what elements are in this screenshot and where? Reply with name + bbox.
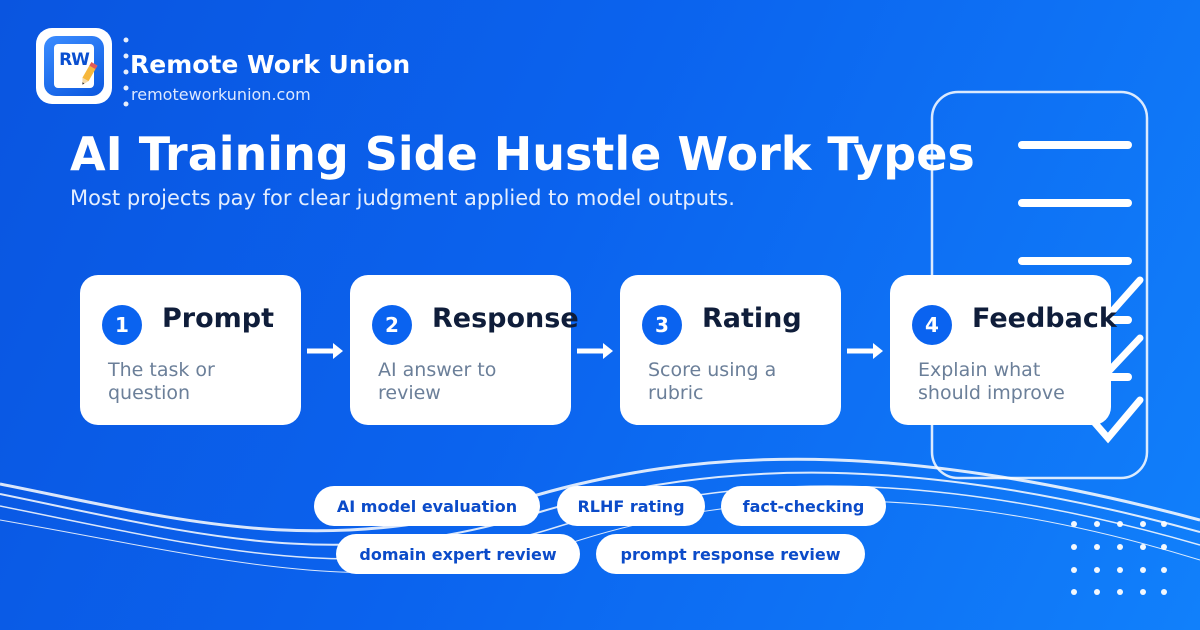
arrow-right-icon: [307, 343, 343, 359]
step-description: AI answer to review: [378, 359, 497, 404]
brand-name: Remote Work Union: [130, 50, 411, 79]
arrow-right-icon: [577, 343, 613, 359]
dot-pattern-left: [123, 37, 129, 107]
step-description: Score using a rubric: [648, 359, 777, 404]
step-card-feedback: 4 Feedback Explain what should improve: [890, 275, 1117, 425]
step-number: 3: [642, 305, 682, 345]
brand-url: remoteworkunion.com: [131, 85, 311, 104]
step-title: Rating: [702, 303, 802, 334]
step-card-prompt: 1 Prompt The task or question: [80, 275, 301, 425]
step-title: Prompt: [162, 303, 275, 334]
dot-pattern-right: [1071, 521, 1167, 595]
step-card-rating: 3 Rating Score using a rubric: [620, 275, 841, 425]
step-number: 4: [912, 305, 952, 345]
tag-fact-checking: fact-checking: [721, 486, 886, 526]
page-title: AI Training Side Hustle Work Types: [70, 127, 975, 181]
tag-ai-model-evaluation: AI model evaluation: [314, 486, 540, 526]
step-number: 2: [372, 305, 412, 345]
brand-logo: RW: [36, 28, 112, 104]
step-description: Explain what should improve: [918, 359, 1065, 404]
logo-badge: RW: [44, 36, 104, 96]
pencil-icon: [82, 62, 98, 85]
arrow-right-icon: [847, 343, 883, 359]
step-title: Response: [432, 303, 579, 334]
tag-domain-expert-review: domain expert review: [336, 534, 580, 574]
tag-rlhf-rating: RLHF rating: [557, 486, 705, 526]
step-card-response: 2 Response AI answer to review: [350, 275, 579, 425]
step-number: 1: [102, 305, 142, 345]
tag-prompt-response-review: prompt response review: [596, 534, 865, 574]
step-description: The task or question: [108, 359, 215, 404]
page-subtitle: Most projects pay for clear judgment app…: [70, 186, 735, 210]
step-title: Feedback: [972, 303, 1117, 334]
logo-text: RW: [54, 44, 94, 88]
